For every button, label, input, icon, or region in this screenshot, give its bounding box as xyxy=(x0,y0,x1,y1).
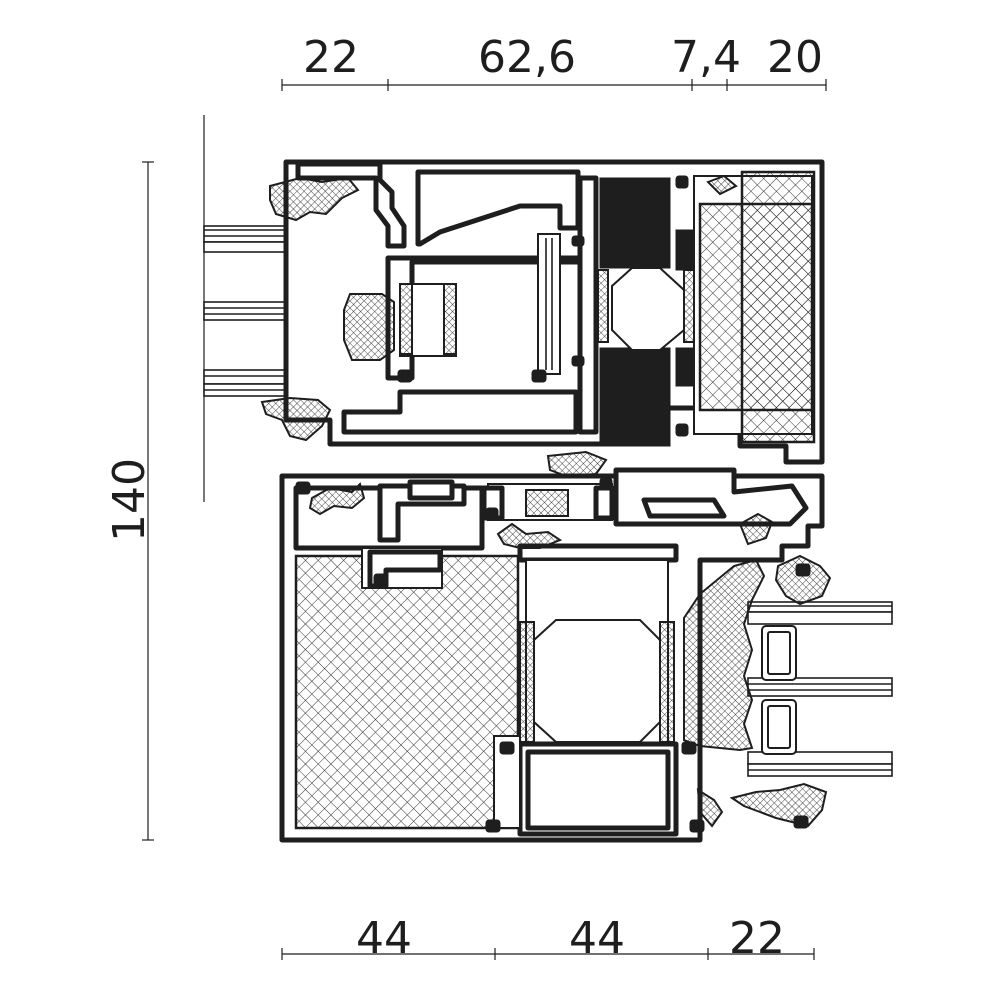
dimension-label: 7,4 xyxy=(671,32,741,83)
upper-sash-profile xyxy=(203,159,825,478)
dimension-label: 44 xyxy=(356,913,412,964)
top-dimension-chain: 22 62,6 7,4 20 xyxy=(281,32,827,91)
lower-glazing-unit xyxy=(747,601,893,777)
dimension-label: 22 xyxy=(303,32,359,83)
dimension-label: 20 xyxy=(767,32,823,83)
dimension-label: 62,6 xyxy=(478,32,576,83)
lower-frame-profile xyxy=(279,467,893,843)
dimension-label: 44 xyxy=(569,913,625,964)
upper-insulation-block xyxy=(693,170,816,444)
height-dimension: 140 xyxy=(104,115,205,841)
lower-insulation-block xyxy=(294,547,521,830)
dimension-label: 22 xyxy=(729,913,785,964)
bottom-dimension-chain: 44 44 22 xyxy=(281,913,815,964)
dimension-label: 140 xyxy=(104,458,155,542)
